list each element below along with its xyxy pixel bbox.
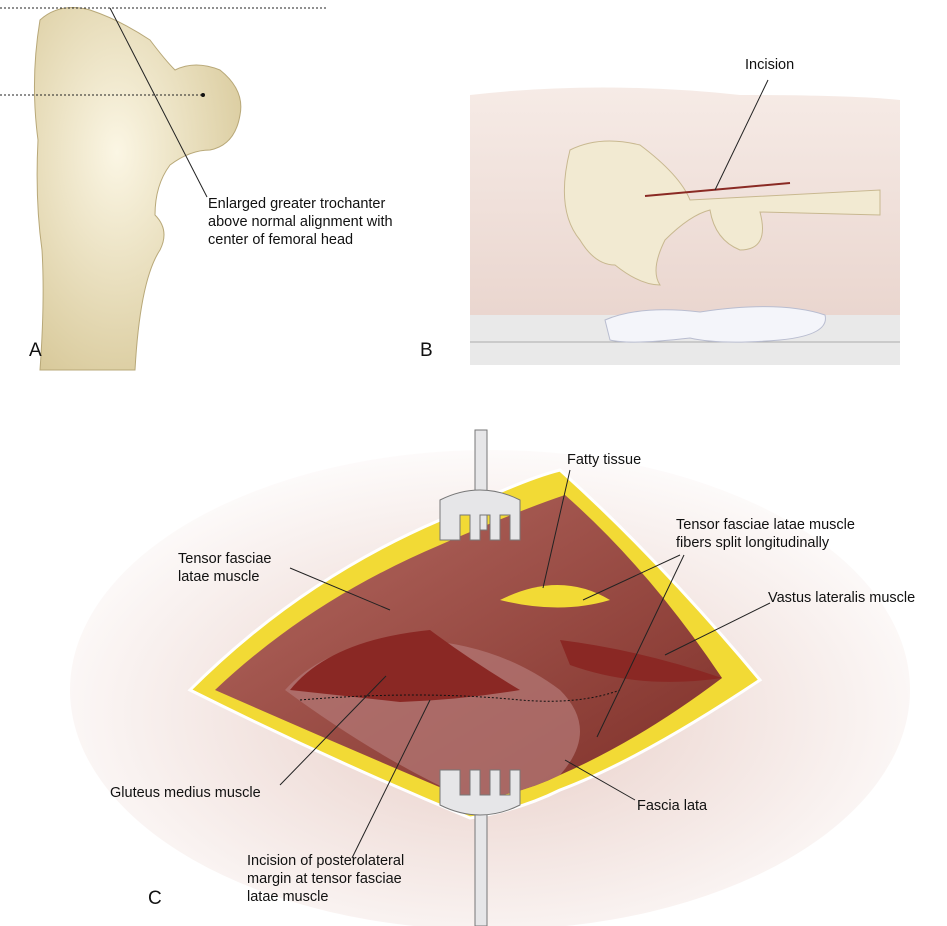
panel-letter-a: A xyxy=(29,340,42,361)
label-gluteus-medius: Gluteus medius muscle xyxy=(110,785,261,801)
label-incision: Incision xyxy=(745,57,795,73)
label-line: Tensor fasciae latae muscle xyxy=(676,517,855,533)
label-line: Enlarged greater trochanter xyxy=(208,196,386,212)
femur-drawing xyxy=(0,7,326,371)
label-fatty-tissue: Fatty tissue xyxy=(567,452,642,468)
label-line: latae muscle xyxy=(247,889,329,905)
surgical-field xyxy=(70,429,910,926)
label-tfl-split: Tensor fasciae latae muscle fibers split… xyxy=(676,516,855,552)
label-vastus-lateralis: Vastus lateralis muscle xyxy=(768,590,916,606)
label-fascia-lata: Fascia lata xyxy=(637,798,708,814)
label-line: latae muscle xyxy=(178,569,260,585)
label-line: above normal alignment with xyxy=(208,214,393,230)
panel-letter-b: B xyxy=(420,340,433,361)
label-line: fibers split longitudinally xyxy=(676,535,830,551)
panel-letter-c: C xyxy=(148,888,162,909)
label-incision-margin: Incision of posterolateral margin at ten… xyxy=(247,852,404,906)
label-line: center of femoral head xyxy=(208,232,354,248)
label-enlarged-trochanter: Enlarged greater trochanter above normal… xyxy=(208,195,393,249)
label-line: margin at tensor fasciae xyxy=(247,871,402,887)
hip-drawing xyxy=(470,79,900,365)
label-line: Tensor fasciae xyxy=(178,551,272,567)
label-line: Incision of posterolateral xyxy=(247,853,405,869)
label-tfl-muscle: Tensor fasciae latae muscle xyxy=(178,550,272,586)
